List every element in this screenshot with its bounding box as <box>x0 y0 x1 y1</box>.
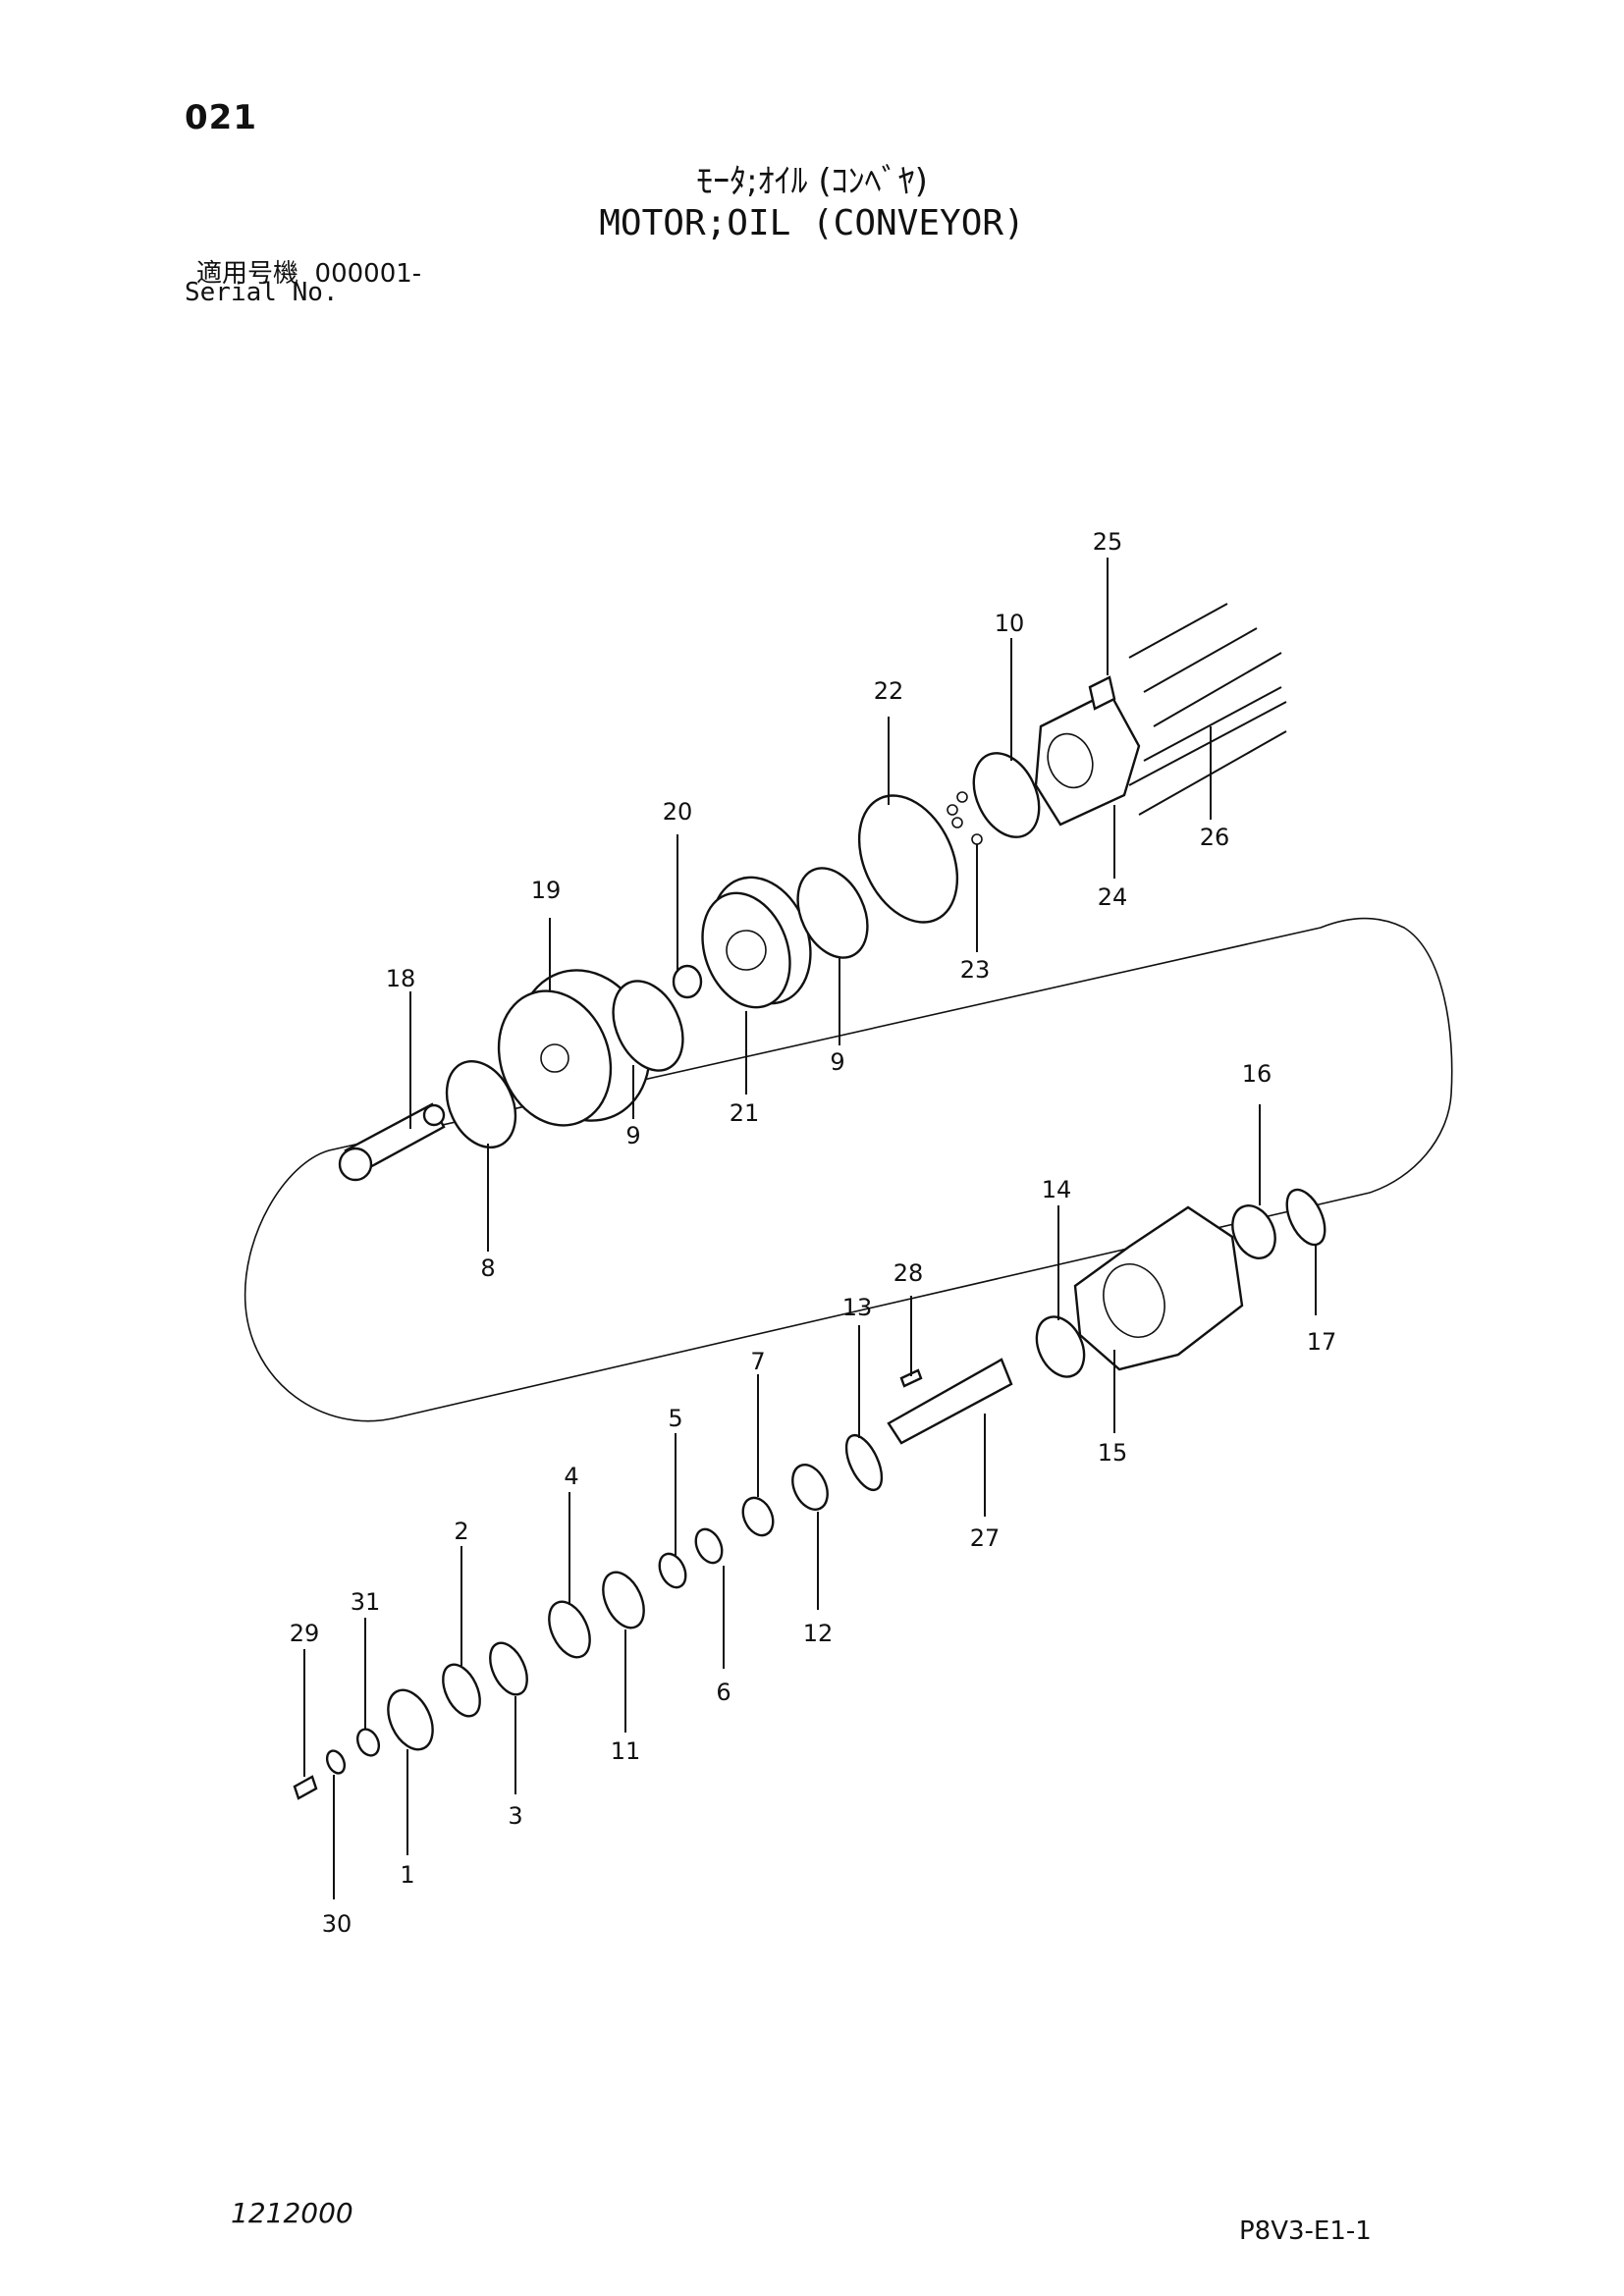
part-29-screw <box>293 1775 318 1800</box>
callout-18: 18 <box>386 965 416 992</box>
part-22-plate <box>857 794 959 924</box>
callout-14: 14 <box>1042 1176 1072 1203</box>
part-5-ring <box>658 1552 687 1589</box>
callout-17: 17 <box>1307 1328 1337 1356</box>
part-14-bearing <box>1035 1315 1086 1378</box>
callout-11: 11 <box>611 1737 641 1765</box>
callout-24: 24 <box>1098 883 1128 911</box>
part-9-o-ring-right <box>796 867 869 959</box>
group-boundary-loop <box>244 917 1453 1422</box>
part-21-housing <box>701 876 812 1009</box>
callout-9a: 9 <box>625 1122 640 1149</box>
part-16-bearing <box>1231 1204 1276 1259</box>
callout-20: 20 <box>663 798 693 826</box>
callout-15: 15 <box>1098 1439 1128 1467</box>
serial-label-english: Serial No. <box>185 278 339 307</box>
part-23-balls <box>947 791 983 845</box>
part-27-shaft <box>887 1358 1013 1445</box>
callout-9b: 9 <box>830 1048 844 1076</box>
part-31-o-ring <box>355 1728 381 1757</box>
leader-lines <box>303 558 1317 1899</box>
part-2-o-ring <box>442 1663 481 1718</box>
part-4-ring <box>548 1600 591 1659</box>
callout-7: 7 <box>750 1348 765 1375</box>
serial-label-jp: 適用号機 <box>196 259 299 289</box>
part-10-o-ring <box>972 752 1041 838</box>
callout-27: 27 <box>970 1524 1001 1552</box>
part-1-seal <box>387 1688 434 1751</box>
title-english: MOTOR;OIL (CONVEYOR) <box>599 203 1025 243</box>
part-24-end-cover <box>1034 690 1141 827</box>
callout-4: 4 <box>564 1463 578 1490</box>
callout-25: 25 <box>1093 528 1123 556</box>
callout-16: 16 <box>1242 1060 1272 1088</box>
callout-3: 3 <box>508 1802 522 1830</box>
part-28-key <box>899 1368 923 1388</box>
part-18-gear-shaft <box>338 1102 446 1182</box>
part-7-ring <box>741 1496 775 1537</box>
part-20-spacer <box>672 964 703 999</box>
part-11-seal <box>602 1571 645 1629</box>
callout-19: 19 <box>531 877 562 904</box>
part-17-washer <box>1285 1188 1326 1247</box>
callout-1: 1 <box>400 1861 414 1889</box>
callout-26: 26 <box>1200 824 1230 851</box>
callout-2: 2 <box>454 1518 468 1545</box>
page-number: 021 <box>185 98 257 137</box>
title-japanese: ﾓｰﾀ;ｵｲﾙ (ｺﾝﾍﾞﾔ) <box>696 162 928 201</box>
callout-5: 5 <box>668 1405 682 1432</box>
part-13-washer <box>844 1433 884 1492</box>
part-6-ring <box>694 1527 724 1565</box>
part-30-washer <box>325 1749 347 1775</box>
callout-22: 22 <box>874 677 904 705</box>
part-25-bracket <box>1088 675 1116 711</box>
part-3-o-ring <box>489 1641 528 1696</box>
part-26-bolts <box>1128 603 1287 816</box>
part-12-ring <box>791 1464 829 1511</box>
callout-10: 10 <box>995 610 1025 637</box>
callout-21: 21 <box>730 1099 760 1127</box>
callout-31: 31 <box>351 1588 381 1616</box>
callout-8: 8 <box>480 1255 495 1282</box>
callout-12: 12 <box>803 1620 834 1647</box>
serial-line-japanese: 適用号機 000001- <box>196 253 421 290</box>
callout-13: 13 <box>842 1294 873 1321</box>
callout-labels: 18 8 19 9 20 21 9 22 23 10 25 24 26 16 1… <box>290 528 1337 1938</box>
serial-value: 000001- <box>314 259 422 289</box>
callout-30: 30 <box>322 1910 352 1938</box>
sheet-code: P8V3-E1-1 <box>1239 2216 1372 2246</box>
callout-29: 29 <box>290 1620 320 1647</box>
document-code: 1212000 <box>231 2197 353 2229</box>
part-9-o-ring-left <box>612 980 684 1072</box>
callout-6: 6 <box>716 1679 731 1706</box>
callout-28: 28 <box>893 1259 924 1287</box>
callout-23: 23 <box>960 956 991 984</box>
part-15-body <box>1073 1205 1244 1371</box>
